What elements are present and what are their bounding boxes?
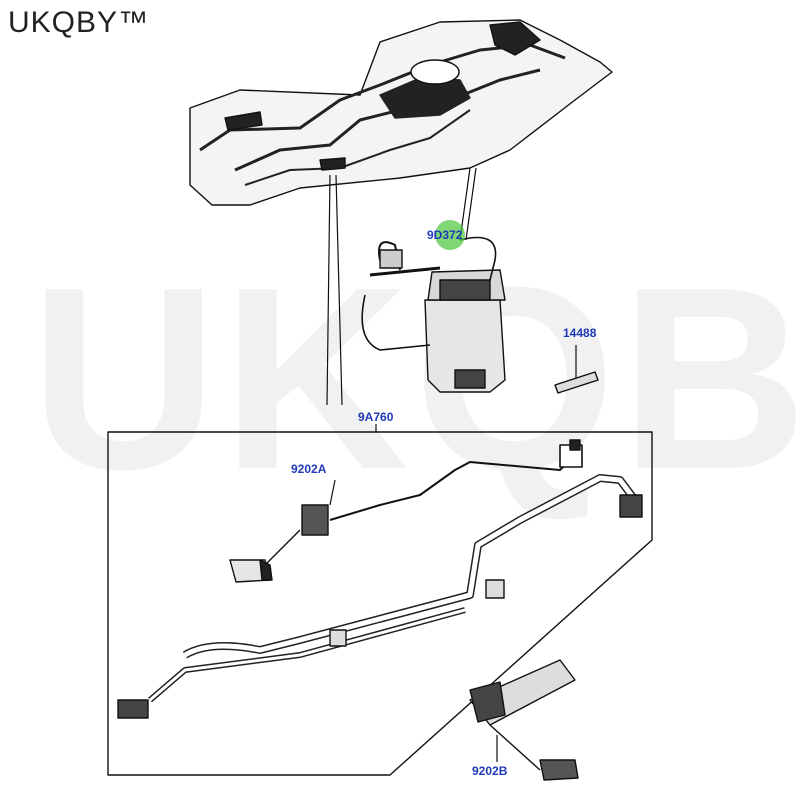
watermark: UKQBY™ [30, 234, 800, 524]
harness-box [107, 431, 653, 776]
sender-a [229, 504, 329, 583]
callout-9a760[interactable]: 9A760 [358, 410, 394, 424]
callout-9d372[interactable]: 9D372 [427, 228, 463, 242]
clip-part [554, 345, 599, 394]
fuel-pump-module [361, 236, 506, 393]
callout-9202b[interactable]: 9202B [472, 764, 508, 778]
brand-logo-text: UKQBY™ [8, 6, 150, 39]
fuel-tank [189, 19, 613, 206]
callout-9202a[interactable]: 9202A [291, 462, 327, 476]
highlight-marker [435, 220, 465, 250]
sender-b [469, 659, 579, 781]
callout-14488[interactable]: 14488 [563, 326, 597, 340]
